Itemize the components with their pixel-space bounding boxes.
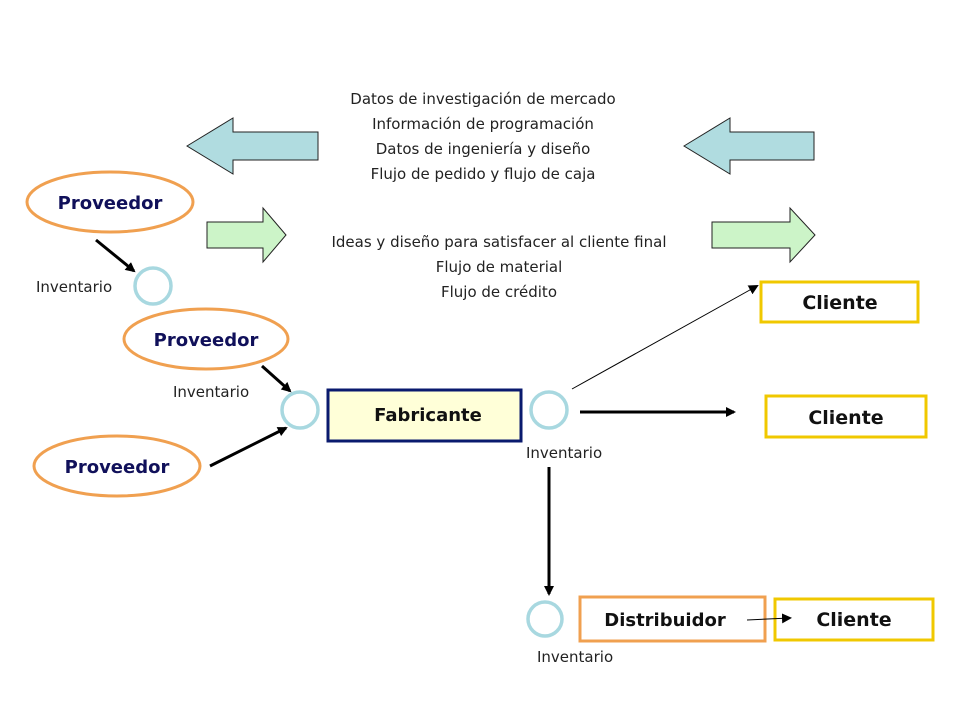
inventory-label: Inventario xyxy=(526,444,602,462)
inventory-circle xyxy=(529,390,569,430)
manufacturer-node: Fabricante xyxy=(326,388,523,443)
client-node-3: Cliente xyxy=(773,597,935,642)
arrow-supplier2-to-inventory xyxy=(261,364,292,393)
arrow-supplier3-to-inventory xyxy=(209,426,288,468)
supplier-node-3: Proveedor xyxy=(32,434,202,498)
client-node-1: Cliente xyxy=(759,280,920,324)
supplier-label: Proveedor xyxy=(154,330,259,351)
client-label: Cliente xyxy=(808,407,883,429)
info-flow-arrow-right xyxy=(683,117,815,175)
arrow-distributor-to-client-3 xyxy=(746,613,792,624)
material-flow-text: Ideas y diseño para satisfacer al client… xyxy=(331,233,666,301)
inventory-label: Inventario xyxy=(173,383,249,401)
arrow-inventory-to-client-1 xyxy=(571,285,759,390)
material-flow-arrow-left xyxy=(206,206,287,264)
info-flow-text: Datos de investigación de mercado Inform… xyxy=(350,90,615,183)
supplier-node-2: Proveedor xyxy=(122,307,290,371)
material-flow-line: Flujo de crédito xyxy=(441,283,557,301)
inventory-circle xyxy=(526,600,564,638)
info-flow-line: Datos de investigación de mercado xyxy=(350,90,615,108)
client-label: Cliente xyxy=(816,609,891,631)
arrow-supplier1-to-inventory xyxy=(95,238,136,273)
info-flow-line: Flujo de pedido y flujo de caja xyxy=(371,165,596,183)
supplier-node-1: Proveedor xyxy=(25,170,195,234)
supplier-label: Proveedor xyxy=(58,193,163,214)
material-flow-arrow-right xyxy=(711,206,816,264)
info-flow-line: Información de programación xyxy=(372,115,594,133)
material-flow-line: Flujo de material xyxy=(436,258,563,276)
inventory-label: Inventario xyxy=(537,648,613,666)
client-node-2: Cliente xyxy=(764,394,928,439)
distributor-node: Distribuidor xyxy=(578,595,767,643)
distributor-label: Distribuidor xyxy=(604,610,726,631)
inventory-circle xyxy=(133,266,173,306)
manufacturer-label: Fabricante xyxy=(374,405,482,426)
inventory-circle xyxy=(280,390,320,430)
client-label: Cliente xyxy=(802,292,877,314)
material-flow-line: Ideas y diseño para satisfacer al client… xyxy=(331,233,666,251)
inventory-label: Inventario xyxy=(36,278,112,296)
info-flow-line: Datos de ingeniería y diseño xyxy=(376,140,591,158)
info-flow-arrow-left xyxy=(186,117,319,175)
supplier-label: Proveedor xyxy=(65,457,170,478)
